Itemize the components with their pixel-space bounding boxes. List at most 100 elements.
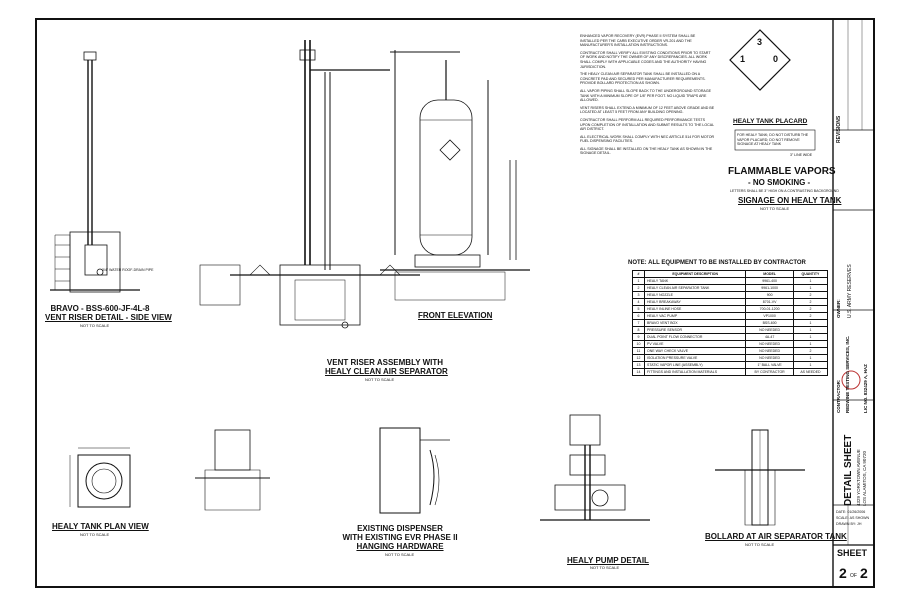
equipment-number: 1 <box>631 277 646 285</box>
placard-right: 0 <box>773 54 779 64</box>
healy-pump-scale: NOT TO SCALE <box>590 565 620 570</box>
note-2: CONTRACTOR SHALL VERIFY ALL EXISTING CON… <box>580 50 711 69</box>
equipment-model: NO NEEDED <box>745 340 794 348</box>
sheet-number: 2 <box>839 565 847 581</box>
equipment-description: FITTINGS AND INSTALLATION MATERIALS <box>644 368 747 376</box>
equipment-number: 8 <box>631 326 646 334</box>
placard-title: HEALY TANK PLACARD <box>733 118 808 125</box>
equipment-number: 2 <box>631 284 646 292</box>
equipment-model: 700-01-1200 <box>745 305 794 313</box>
equipment-quantity: 1 <box>792 326 829 334</box>
note-5: VENT RISERS SHALL EXTEND A MINIMUM OF 12… <box>580 105 715 115</box>
vent-riser-assembly-scale: NOT TO SCALE <box>365 377 395 382</box>
equipment-description: BRAVO VENT BOX <box>644 319 747 327</box>
vent-riser-assembly-title-2: HEALY CLEAN AIR SEPARATOR <box>325 367 448 376</box>
contractor-name: REDWINE TESTING SERVICES, INC. <box>845 335 850 413</box>
note-1: ENHANCED VAPOR RECOVERY (EVR) PHASE II S… <box>580 34 696 48</box>
vent-riser-side-title-1: BRAVO - BSS-600-JF-4L-8 <box>50 304 150 313</box>
flammable-scale: NOT TO SCALE <box>760 206 790 211</box>
address-line-2: LOS ALAMITOS, CA 90720 <box>862 451 867 506</box>
vent-riser-side-callout: 3/4" WATER ROOF-DRAIN PIPE <box>102 268 154 272</box>
equipment-note: NOTE: ALL EQUIPMENT TO BE INSTALLED BY C… <box>628 260 806 266</box>
equipment-number: 7 <box>631 319 646 327</box>
col-description: EQUIPMENT DESCRIPTION <box>644 270 747 278</box>
equipment-number: 6 <box>631 312 646 320</box>
vent-riser-side-scale: NOT TO SCALE <box>80 323 110 328</box>
equipment-quantity: 1 <box>792 319 829 327</box>
col-number: # <box>631 270 646 278</box>
sheet-title: DETAIL SHEET <box>843 434 854 506</box>
equipment-table: # EQUIPMENT DESCRIPTION MODEL QUANTITY 1… <box>631 270 829 376</box>
owner-name: U.S. ARMY RESERVES <box>847 264 853 318</box>
contractor-license: LIC NO. 832429 A, HAZ <box>863 364 868 413</box>
sheet-label: SHEET <box>837 548 868 558</box>
dispenser-title-2: WITH EXISTING EVR PHASE II <box>342 533 458 542</box>
title-block: REVISIONS OWNER: U.S. ARMY RESERVES CONT… <box>833 18 875 588</box>
equipment-description: ONE WAY CHECK VALVE <box>644 347 747 355</box>
equipment-description: HEALY VAC PUMP <box>644 312 747 320</box>
equipment-number: 4 <box>631 298 646 306</box>
equipment-number: 11 <box>631 347 646 355</box>
equipment-number: 3 <box>631 291 646 299</box>
dispenser-title-1: EXISTING DISPENSER <box>357 524 443 533</box>
drawing-sheet-border <box>35 18 875 588</box>
equipment-model: BY CONTRACTOR <box>745 368 794 376</box>
note-6: CONTRACTOR SHALL PERFORM ALL REQUIRED PE… <box>580 117 714 132</box>
healy-pump-title: HEALY PUMP DETAIL <box>567 556 649 565</box>
vent-riser-assembly-title-1: VENT RISER ASSEMBLY WITH <box>326 358 444 367</box>
dispenser-scale: NOT TO SCALE <box>385 552 415 557</box>
equipment-number: 12 <box>631 354 646 362</box>
equipment-description: STATIC VAPOR LINE (ASSEMBLY) <box>644 361 747 369</box>
placard-top: 3 <box>757 37 763 47</box>
contractor-label: CONTRACTOR: <box>836 379 841 413</box>
equipment-quantity: 2 <box>792 291 829 299</box>
equipment-quantity: 1 <box>792 354 829 362</box>
equipment-number: 14 <box>631 368 646 376</box>
note-4: ALL VAPOR PIPING SHALL SLOPE BACK TO THE… <box>580 88 712 103</box>
front-elevation-title: FRONT ELEVATION <box>418 311 493 320</box>
equipment-description: ISOLATION PRESSURE VALVE <box>644 354 747 362</box>
equipment-number: 13 <box>631 361 646 369</box>
owner-label: OWNER: <box>836 299 841 318</box>
col-quantity: QUANTITY <box>792 270 829 278</box>
equipment-model: 900 <box>745 291 794 299</box>
placard-left: 1 <box>740 54 746 64</box>
equipment-description: HEALY CLEAN AIR SEPARATOR TANK <box>644 284 747 292</box>
equipment-quantity: 2 <box>792 312 829 320</box>
equipment-model: 9961-1000 <box>745 284 794 292</box>
address-line-1: 4329 YORKTOWN AVENUE <box>856 449 861 506</box>
drawn-by: DRAWN BY: JH <box>836 522 862 526</box>
dispenser-title-3: HANGING HARDWARE <box>356 542 444 551</box>
revisions-label: REVISIONS <box>836 115 842 143</box>
equipment-model: VP1000 <box>745 312 794 320</box>
equipment-number: 9 <box>631 333 646 341</box>
drawing-date: DATE: 01/26/2006 <box>836 510 866 514</box>
equipment-quantity: 1 <box>792 361 829 369</box>
placard-size: 3" LINE WIDE <box>790 153 813 157</box>
equipment-model: NO NEEDED <box>745 326 794 334</box>
healy-tank-plan-title: HEALY TANK PLAN VIEW <box>52 522 149 531</box>
equipment-description: HEALY INLINE HOSE <box>644 305 747 313</box>
equipment-model: 4A-47 <box>745 333 794 341</box>
equipment-table-header: # EQUIPMENT DESCRIPTION MODEL QUANTITY <box>631 270 829 278</box>
equipment-quantity: 1 <box>792 340 829 348</box>
sheet-of: OF <box>850 573 857 579</box>
flammable-line-1: FLAMMABLE VAPORS <box>728 166 836 177</box>
healy-tank-plan-scale: NOT TO SCALE <box>80 532 110 537</box>
equipment-number: 5 <box>631 305 646 313</box>
equipment-quantity: AS NEEDED <box>792 368 829 376</box>
bollard-title: BOLLARD AT AIR SEPARATOR TANK <box>705 532 847 541</box>
placard-note: FOR HEALY TANK; DO NOT DISTURB THE VAPOR… <box>737 133 809 147</box>
